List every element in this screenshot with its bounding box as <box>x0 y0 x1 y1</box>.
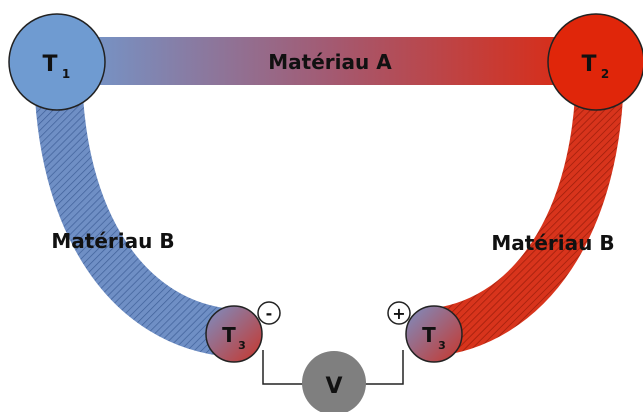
voltmeter-label: V <box>325 374 342 399</box>
t3-left-subscript: 3 <box>238 339 246 352</box>
material-a-wire <box>60 37 600 85</box>
t3-left-label: T <box>222 323 236 347</box>
material-b-left-label: Matériau B <box>51 229 174 253</box>
material-b-right-label: Matériau B <box>491 231 614 255</box>
positive-terminal-label: + <box>392 304 405 323</box>
t3-right-label: T <box>422 323 436 347</box>
t3-right-node: T 3 <box>405 305 463 363</box>
t1-subscript: 1 <box>62 67 70 81</box>
t1-node: T 1 <box>8 13 106 111</box>
material-b-left-wire <box>34 64 235 357</box>
voltmeter: V <box>302 351 366 412</box>
negative-terminal-icon: - <box>257 301 281 325</box>
material-a-label: Matériau A <box>268 50 392 74</box>
t3-left-node: T 3 <box>205 305 263 363</box>
positive-terminal-icon: + <box>387 301 411 325</box>
negative-terminal-label: - <box>266 304 273 323</box>
t3-right-subscript: 3 <box>438 339 446 352</box>
t2-subscript: 2 <box>601 67 609 81</box>
t1-label: T <box>42 52 57 77</box>
t2-node: T 2 <box>547 13 643 111</box>
voltmeter-wire-left <box>262 350 305 385</box>
t2-label: T <box>581 52 596 77</box>
voltmeter-wire-right <box>362 350 404 385</box>
material-b-right-wire <box>425 64 624 357</box>
